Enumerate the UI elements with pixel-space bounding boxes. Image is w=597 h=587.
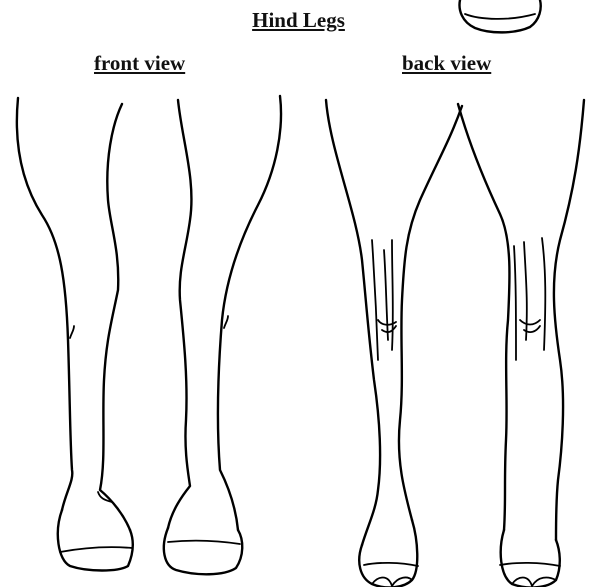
front-left-hoof [58, 492, 133, 571]
front-left-leg [17, 98, 130, 530]
front-right-hoof [164, 528, 242, 574]
cropped-hoof-fragment [460, 0, 541, 32]
back-right-hock [514, 238, 545, 360]
back-right-hoof [500, 530, 560, 587]
back-left-hock [372, 240, 396, 360]
front-right-leg [168, 96, 281, 530]
